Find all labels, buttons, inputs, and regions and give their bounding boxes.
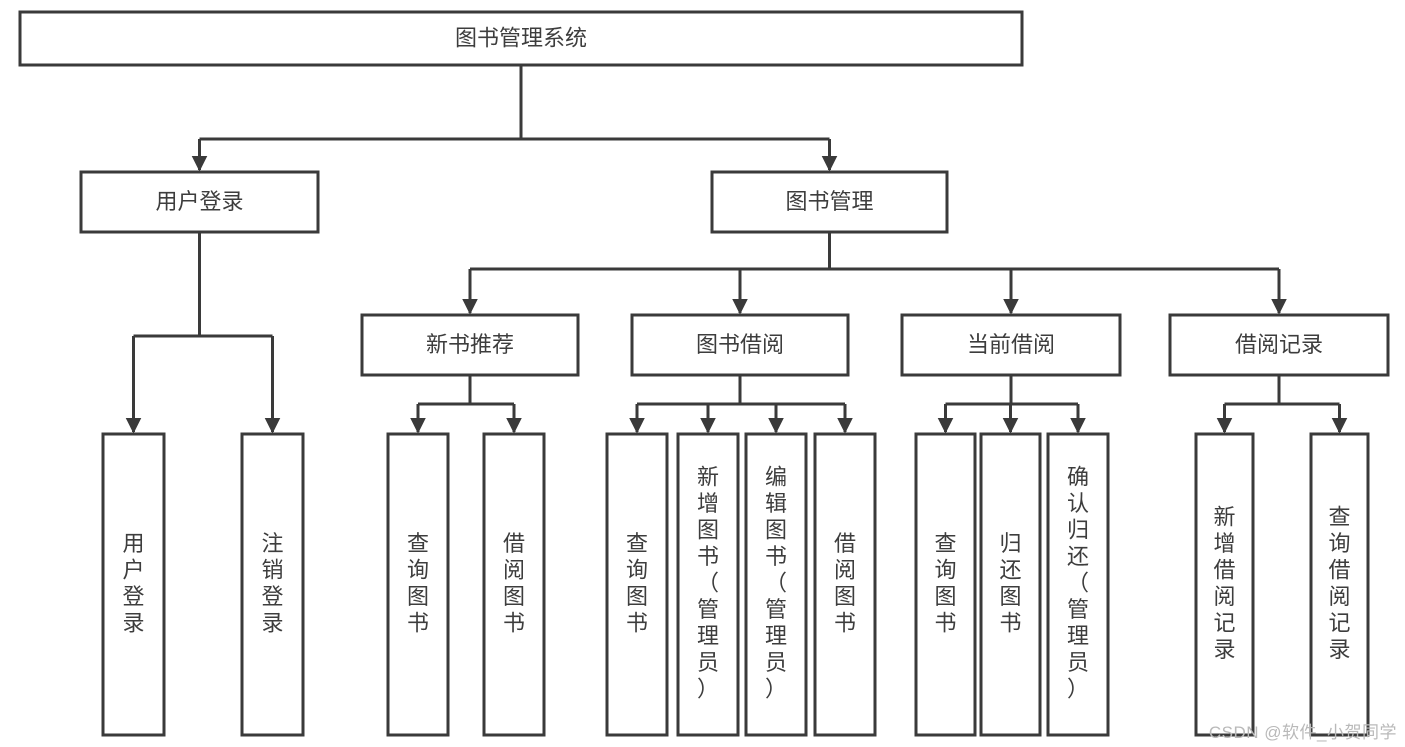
node-label: 用户登录 [155,189,243,214]
node-leaf-edit-book-admin[interactable]: 编辑图书（管理员） [744,432,808,737]
node-label: 新书推荐 [426,332,514,357]
node-label: 借阅图书 [834,531,856,636]
node-user-login[interactable]: 用户登录 [79,170,320,234]
node-leaf-return-book[interactable]: 归还图书 [979,432,1042,737]
node-label: 查询图书 [626,531,648,636]
node-box [1194,432,1255,737]
node-new-book-recommend[interactable]: 新书推荐 [360,313,580,377]
node-root[interactable]: 图书管理系统 [18,10,1024,67]
node-label: 新增借阅记录 [1213,504,1235,662]
node-box [360,313,580,377]
node-leaf-query-book-borrow[interactable]: 查询图书 [605,432,669,737]
node-leaf-query-book-rec[interactable]: 查询图书 [386,432,450,737]
node-box [630,313,850,377]
node-label: 注销登录 [261,531,283,636]
node-label: 用户登录 [122,531,144,636]
node-label: 图书借阅 [696,332,784,357]
node-leaf-query-book-current[interactable]: 查询图书 [914,432,977,737]
node-box [101,432,166,737]
node-label: 借阅图书 [503,531,525,636]
node-box [1168,313,1390,377]
node-leaf-borrow-book-rec[interactable]: 借阅图书 [482,432,546,737]
node-box [676,432,740,737]
node-label: 查询借阅记录 [1328,504,1350,662]
node-current-borrow[interactable]: 当前借阅 [900,313,1122,377]
node-box [710,170,949,234]
node-box [813,432,877,737]
node-boxes: 图书管理系统用户登录图书管理新书推荐图书借阅当前借阅借阅记录用户登录注销登录查询… [18,10,1390,737]
node-label: 图书管理系统 [455,25,587,50]
node-box [744,432,808,737]
node-label: 新增图书（管理员） [697,464,719,701]
node-label: 查询图书 [934,531,956,636]
node-box [605,432,669,737]
node-leaf-add-borrow-record[interactable]: 新增借阅记录 [1194,432,1255,737]
node-box [1046,432,1110,737]
node-leaf-confirm-return-admin[interactable]: 确认归还（管理员） [1046,432,1110,737]
node-box [386,432,450,737]
node-box [900,313,1122,377]
node-box [1309,432,1370,737]
node-leaf-user-login[interactable]: 用户登录 [101,432,166,737]
node-box [79,170,320,234]
connector-lines [125,65,1348,434]
node-label: 当前借阅 [967,332,1055,357]
node-leaf-user-logout[interactable]: 注销登录 [240,432,305,737]
node-leaf-add-book-admin[interactable]: 新增图书（管理员） [676,432,740,737]
node-box [18,10,1024,67]
node-box [979,432,1042,737]
node-box [482,432,546,737]
node-label: 归还图书 [999,531,1021,636]
node-leaf-borrow-book[interactable]: 借阅图书 [813,432,877,737]
node-box [914,432,977,737]
node-label: 借阅记录 [1235,332,1323,357]
node-leaf-query-borrow-record[interactable]: 查询借阅记录 [1309,432,1370,737]
node-borrow-record[interactable]: 借阅记录 [1168,313,1390,377]
node-label: 确认归还（管理员） [1067,464,1089,701]
node-box [240,432,305,737]
node-book-manage[interactable]: 图书管理 [710,170,949,234]
csdn-watermark: CSDN @软件_小贺同学 [1208,723,1397,742]
node-label: 图书管理 [785,189,873,214]
node-label: 查询图书 [407,531,429,636]
node-label: 编辑图书（管理员） [765,464,787,701]
node-book-borrow[interactable]: 图书借阅 [630,313,850,377]
